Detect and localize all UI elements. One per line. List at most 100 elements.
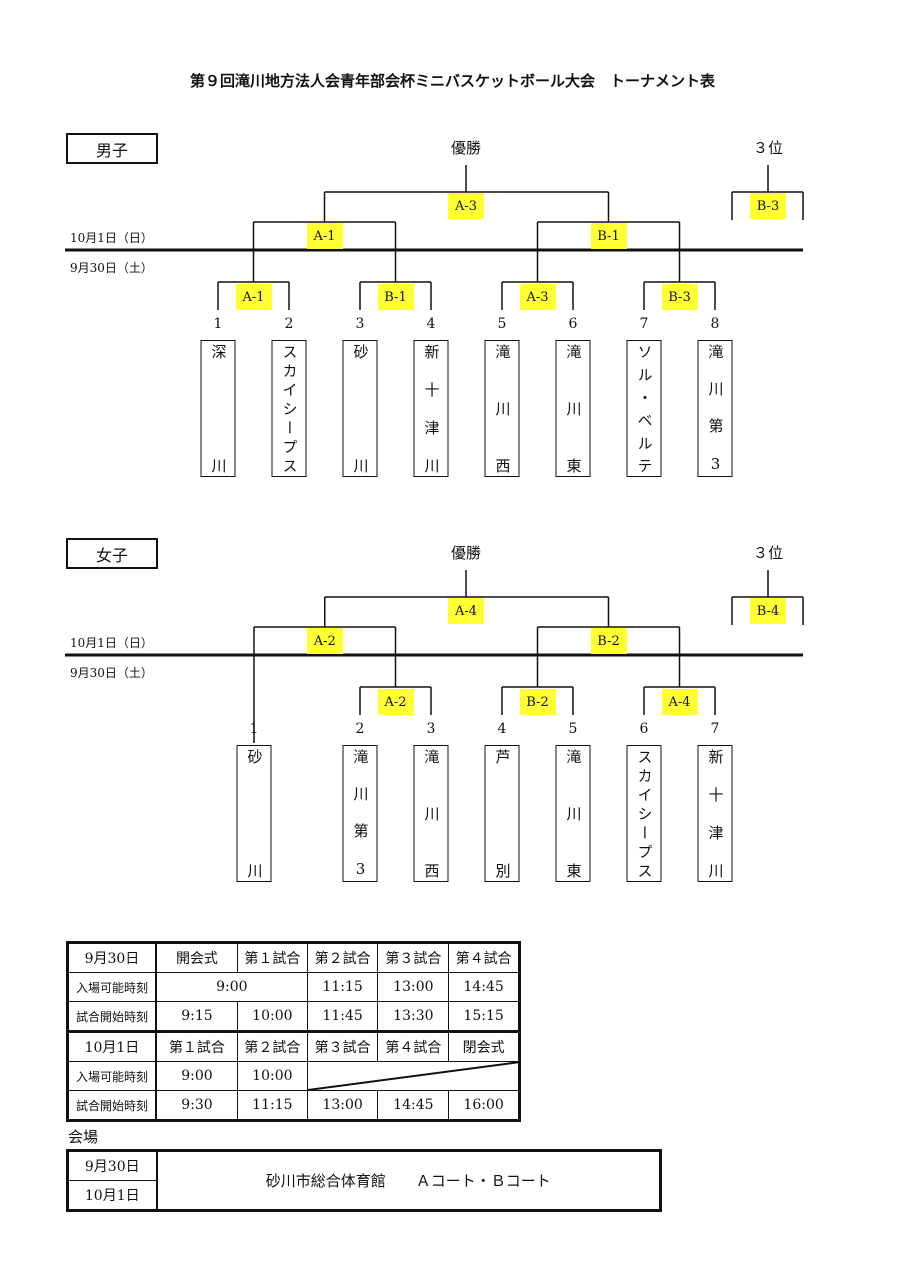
venue-date: 10月1日 <box>67 1180 157 1211</box>
team-number: 6 <box>568 316 578 332</box>
header-cell: 閉会式 <box>448 1030 520 1062</box>
row-label: 試合開始時刻 <box>66 1001 157 1032</box>
team-number: 7 <box>639 316 649 332</box>
day1-header-row: 9月30日 開会式 第１試合 第２試合 第３試合 第４試合 <box>66 942 520 973</box>
team-name-box: 滝川第3 <box>697 340 733 477</box>
third-place-label: ３位 <box>752 544 784 562</box>
header-cell: 第２試合 <box>306 942 379 973</box>
champion-label: 優勝 <box>450 139 482 157</box>
venue-heading: 会場 <box>68 1128 99 1146</box>
team-name-box: 滝川西 <box>484 340 520 477</box>
team-number: 5 <box>497 316 507 332</box>
team-name-box: 砂川 <box>342 340 378 477</box>
time-cell: 11:15 <box>236 1090 308 1121</box>
game-label-round1: A-3 <box>519 284 556 310</box>
time-cell: 15:15 <box>448 1001 520 1032</box>
row-label: 入場可能時刻 <box>66 1061 157 1091</box>
day2-label: 10月1日（日） <box>70 231 153 245</box>
venue-date: 9月30日 <box>67 1150 157 1181</box>
team-number: 8 <box>710 316 720 332</box>
team-name-box: 砂川 <box>236 745 272 882</box>
header-cell: 第４試合 <box>377 1030 450 1062</box>
day2-start-row: 試合開始時刻 9:30 11:15 13:00 14:45 16:00 <box>66 1090 520 1121</box>
day1-label: 9月30日（土） <box>70 666 153 680</box>
team-number: 2 <box>284 316 294 332</box>
team-name-box: 滝川東 <box>555 340 591 477</box>
header-cell: 第３試合 <box>377 942 450 973</box>
team-number: 2 <box>355 721 365 737</box>
schedule-table: 9月30日 開会式 第１試合 第２試合 第３試合 第４試合 入場可能時刻 9:0… <box>66 941 521 1122</box>
team-name-box: 芦別 <box>484 745 520 882</box>
time-cell: 14:45 <box>448 972 520 1002</box>
game-label-round2: B-2 <box>590 628 627 654</box>
team-name-box: ソル・ベルテ <box>626 340 662 477</box>
team-number: 6 <box>639 721 649 737</box>
time-cell: 10:00 <box>236 1001 308 1032</box>
game-label-final: A-4 <box>448 598 484 624</box>
section-label: 男子 <box>66 133 158 164</box>
team-name-box: スカイシープス <box>626 745 662 882</box>
header-cell: 第１試合 <box>236 942 308 973</box>
team-number: 1 <box>249 721 259 737</box>
game-label-round2: B-1 <box>590 223 627 249</box>
game-label-final: A-3 <box>448 193 484 219</box>
third-place-label: ３位 <box>752 139 784 157</box>
team-name-box: スカイシープス <box>271 340 307 477</box>
row-label: 試合開始時刻 <box>66 1090 157 1121</box>
champion-label: 優勝 <box>450 544 482 562</box>
time-cell: 14:45 <box>377 1090 450 1121</box>
day2-label: 10月1日（日） <box>70 636 153 650</box>
day2-entry-row: 入場可能時刻 9:00 10:00 <box>66 1061 521 1091</box>
team-name-box: 新十津川 <box>697 745 733 882</box>
team-number: 5 <box>568 721 578 737</box>
time-cell: 11:15 <box>306 972 379 1002</box>
time-cell: 16:00 <box>448 1090 520 1121</box>
day2-header-row: 10月1日 第１試合 第２試合 第３試合 第４試合 閉会式 <box>66 1030 520 1062</box>
game-label-round1: B-2 <box>519 689 556 715</box>
venue-table: 9月30日 砂川市総合体育館 Ａコート・Ｂコート 10月1日 <box>66 1149 662 1212</box>
team-name-box: 深川 <box>200 340 236 477</box>
time-cell: 11:45 <box>306 1001 379 1032</box>
row-label: 入場可能時刻 <box>66 972 157 1002</box>
header-cell: 第４試合 <box>448 942 520 973</box>
team-number: 4 <box>426 316 436 332</box>
header-cell: 第３試合 <box>306 1030 379 1062</box>
day1-date: 9月30日 <box>66 942 157 973</box>
game-label-third-place: B-3 <box>750 193 786 219</box>
team-number: 3 <box>426 721 436 737</box>
team-number: 7 <box>710 721 720 737</box>
header-cell: 第１試合 <box>155 1030 238 1062</box>
venue-place: 砂川市総合体育館 Ａコート・Ｂコート <box>155 1150 661 1211</box>
game-label-round1: A-4 <box>661 689 698 715</box>
team-number: 4 <box>497 721 507 737</box>
game-label-round1: A-1 <box>235 284 272 310</box>
game-label-round1: B-1 <box>377 284 414 310</box>
team-name-box: 滝川第3 <box>342 745 378 882</box>
time-cell: 13:00 <box>306 1090 379 1121</box>
time-cell: 9:00 <box>155 972 308 1002</box>
header-cell: 第２試合 <box>236 1030 308 1062</box>
diagonal-line <box>307 1062 520 1090</box>
header-cell: 開会式 <box>155 942 238 973</box>
section-label: 女子 <box>66 538 158 569</box>
game-label-third-place: B-4 <box>750 598 786 624</box>
day1-start-row: 試合開始時刻 9:15 10:00 11:45 13:30 15:15 <box>66 1001 520 1032</box>
time-cell: 9:00 <box>155 1061 238 1091</box>
empty-diagonal-cell <box>306 1061 521 1091</box>
game-label-round1: A-2 <box>377 689 414 715</box>
team-name-box: 新十津川 <box>413 340 449 477</box>
team-number: 3 <box>355 316 365 332</box>
team-number: 1 <box>213 316 223 332</box>
time-cell: 13:30 <box>377 1001 450 1032</box>
day1-label: 9月30日（土） <box>70 261 153 275</box>
game-label-round1: B-3 <box>661 284 698 310</box>
team-name-box: 滝川東 <box>555 745 591 882</box>
team-name-box: 滝川西 <box>413 745 449 882</box>
game-label-round2: A-1 <box>306 223 343 249</box>
day2-date: 10月1日 <box>66 1030 157 1062</box>
time-cell: 13:00 <box>377 972 450 1002</box>
page-title: 第９回滝川地方法人会青年部会杯ミニバスケットボール大会 トーナメント表 <box>189 72 715 90</box>
